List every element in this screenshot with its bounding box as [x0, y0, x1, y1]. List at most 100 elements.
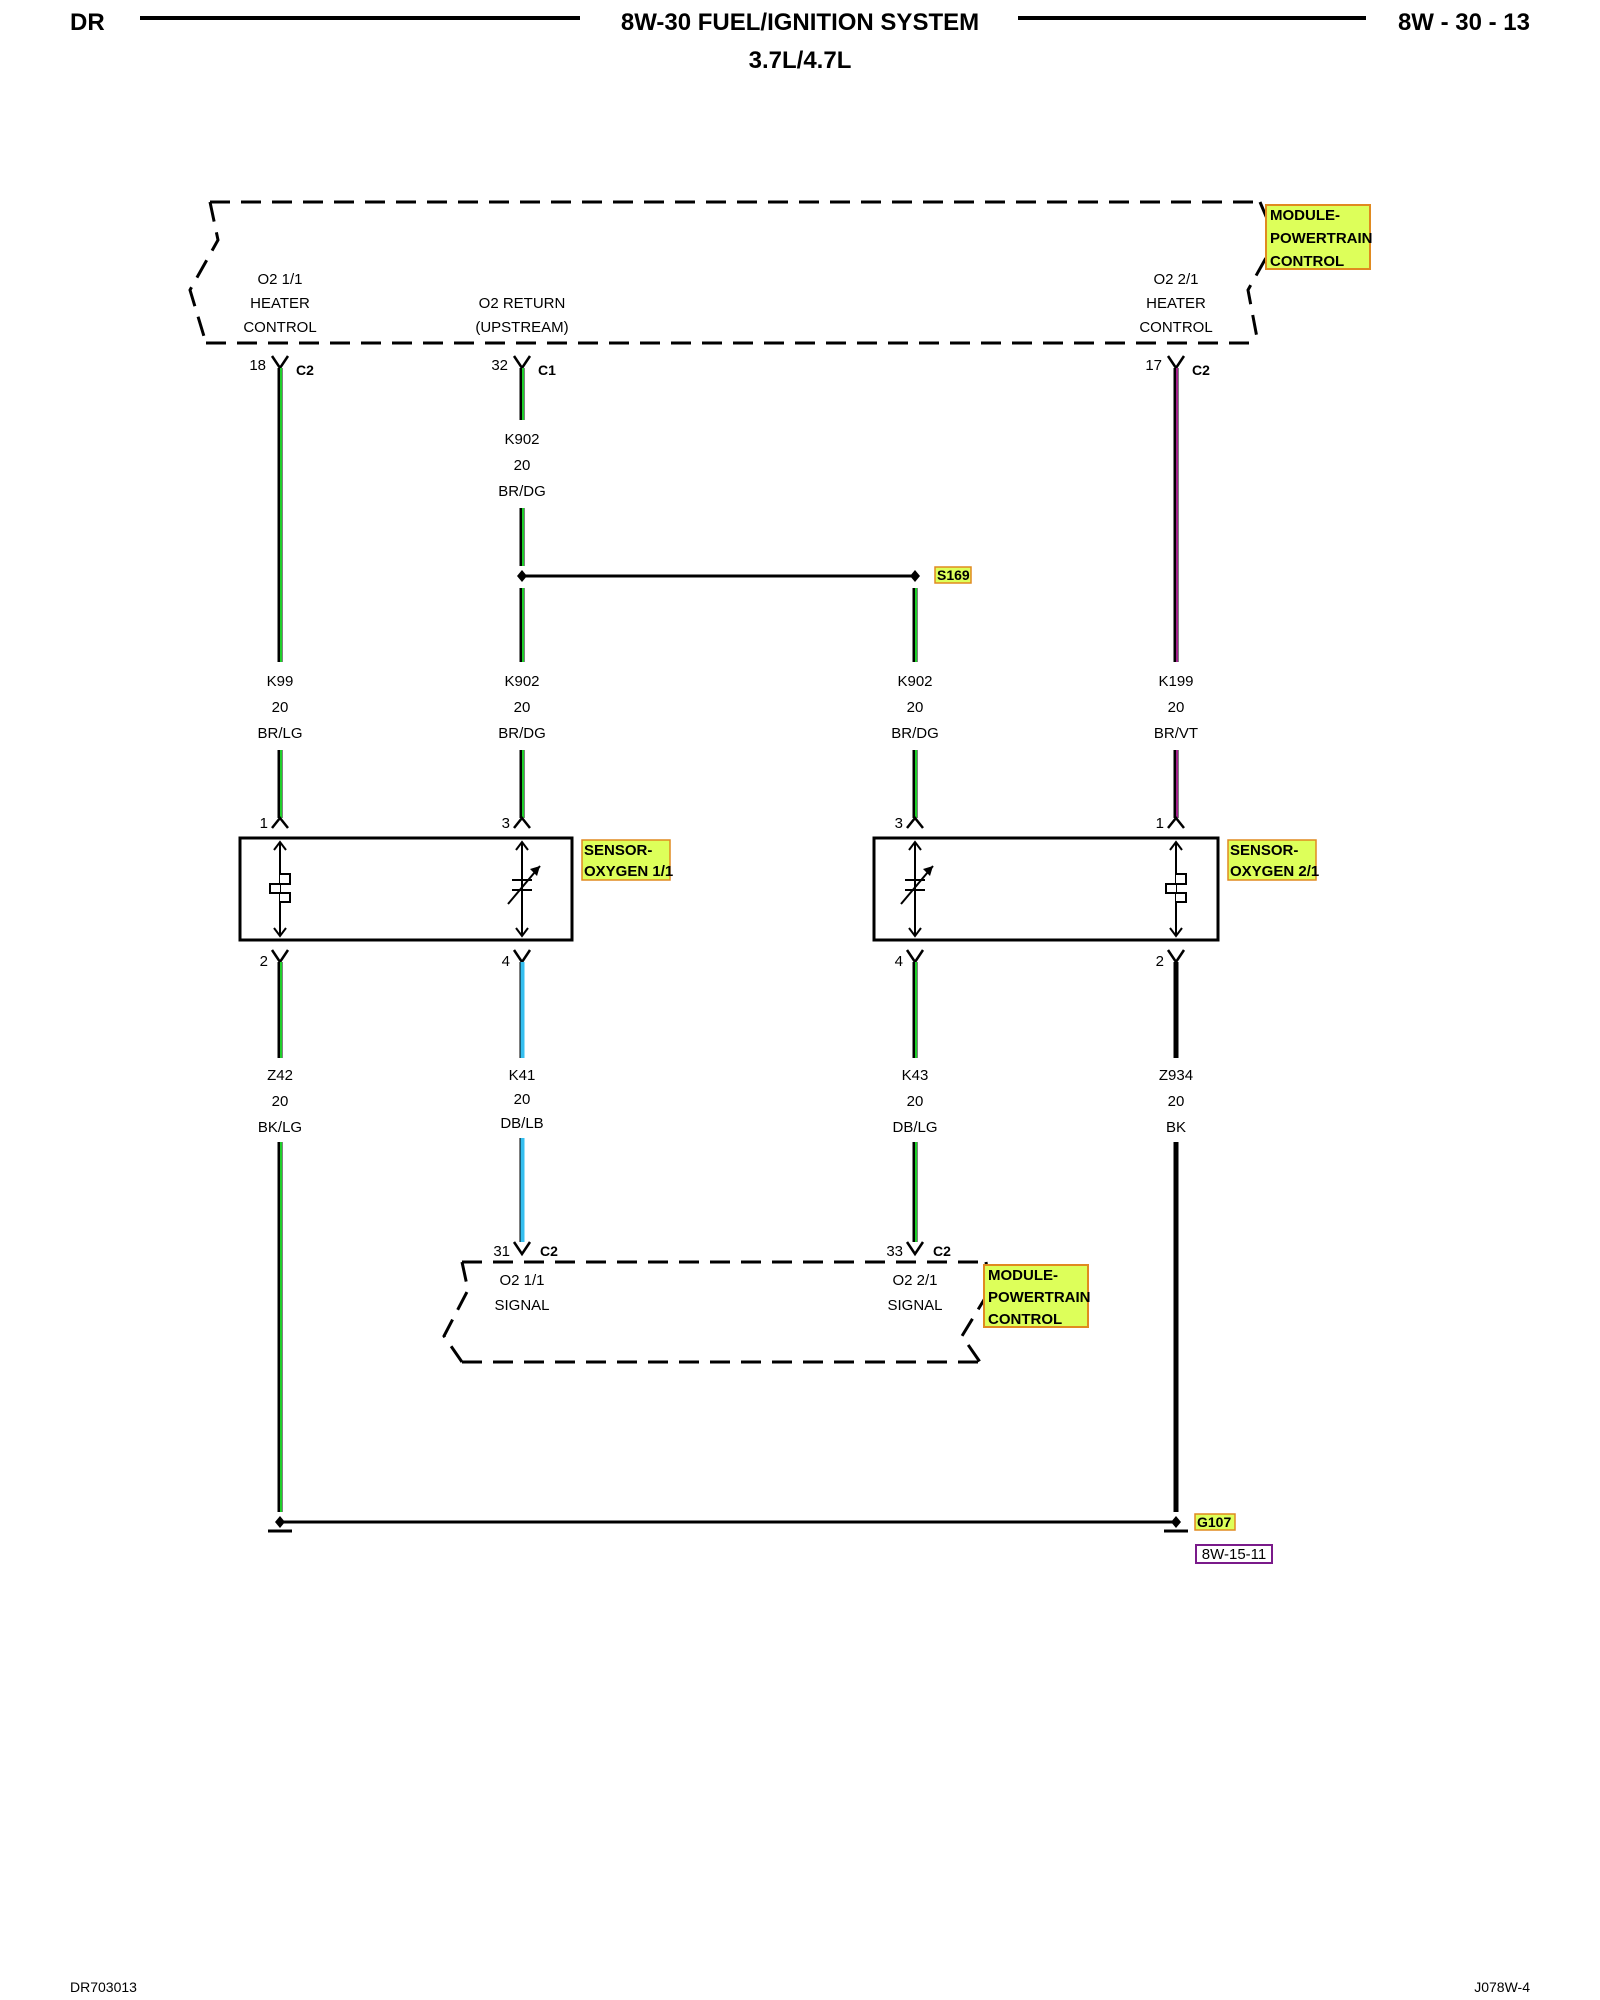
- header-subtitle: 3.7L/4.7L: [749, 47, 852, 74]
- wire-color-k902-a: BR/DG: [498, 725, 546, 742]
- pcm-top-connectors: 18 C2 32 C1 17 C2: [249, 355, 1210, 378]
- pin-number-33: 33: [886, 1243, 903, 1260]
- pin-number-18: 18: [249, 357, 266, 374]
- pcm-bottom-name-line3: CONTROL: [988, 1311, 1062, 1328]
- pin-label-o2-21-signal-l2: SIGNAL: [887, 1297, 942, 1314]
- pin-number-32: 32: [491, 357, 508, 374]
- variable-resistor-icon: [507, 865, 541, 905]
- splice-node-right: [910, 570, 920, 582]
- pcm-top-name-line2: POWERTRAIN: [1270, 230, 1373, 247]
- pcm-right-break: [1246, 201, 1278, 344]
- page-header: DR 8W-30 FUEL/IGNITION SYSTEM 8W - 30 - …: [70, 9, 1530, 74]
- sensor-21-pin-4: 4: [895, 953, 903, 970]
- wire-gauge-k41: 20: [514, 1091, 531, 1108]
- pcm-bottom-name-line2: POWERTRAIN: [988, 1289, 1091, 1306]
- connector-tip-18: [270, 355, 290, 371]
- header-title: 8W-30 FUEL/IGNITION SYSTEM: [621, 9, 979, 36]
- sensor-11-pin-4: 4: [502, 953, 510, 970]
- variable-resistor-icon: [900, 865, 934, 905]
- sensor-11-pin-3: 3: [502, 815, 510, 832]
- sensor-21-name-l2: OXYGEN 2/1: [1230, 863, 1319, 880]
- connector-tip-32: [512, 355, 532, 371]
- pcm-top-module: [188, 200, 1278, 345]
- wire-color-k902-top: BR/DG: [498, 483, 546, 500]
- pcm-bottom-name-box: MODULE- POWERTRAIN CONTROL: [983, 1264, 1091, 1328]
- wire-circuit-k902-a: K902: [504, 673, 539, 690]
- wire-circuit-k902-top: K902: [504, 431, 539, 448]
- pin-label-o2-21-heater-l2: HEATER: [1146, 295, 1206, 312]
- wire-circuit-k199: K199: [1158, 673, 1193, 690]
- pin-label-o2-11-heater-l2: HEATER: [250, 295, 310, 312]
- pcm-top-name-line1: MODULE-: [1270, 207, 1340, 224]
- connector-tip-33: [905, 1241, 925, 1257]
- pin-label-o2-11-signal-l2: SIGNAL: [494, 1297, 549, 1314]
- header-left: DR: [70, 9, 105, 36]
- pin-number-17: 17: [1145, 357, 1162, 374]
- pcm-top-pin-labels: O2 1/1 HEATER CONTROL O2 RETURN (UPSTREA…: [243, 271, 1212, 336]
- pin-label-o2-11-signal-l1: O2 1/1: [499, 1272, 544, 1289]
- pcm-bottom-pin-labels: O2 1/1 SIGNAL O2 2/1 SIGNAL: [494, 1272, 942, 1314]
- pin-label-o2-11-heater-l1: O2 1/1: [257, 271, 302, 288]
- pcm-left-break: [188, 201, 220, 344]
- ground-g107: G107: [1194, 1513, 1236, 1531]
- sensor-11-name-l2: OXYGEN 1/1: [584, 863, 673, 880]
- wire-color-z42: BK/LG: [258, 1119, 302, 1136]
- wire-label-k902-top: K902 20 BR/DG: [498, 431, 546, 500]
- pin-label-o2-return-l2: (UPSTREAM): [475, 319, 568, 336]
- footer-right: J078W-4: [1474, 1979, 1530, 1995]
- connector-id-c2-b: C2: [1192, 362, 1210, 378]
- wires-lower: [268, 962, 1188, 1533]
- sensor-11-pin-2: 2: [260, 953, 268, 970]
- wire-color-k41: DB/LB: [500, 1115, 543, 1132]
- sensor-11-body: [238, 836, 574, 942]
- sensor-oxygen-11: 1 3 2 4 SENSOR- OXYGEN 1/1: [238, 815, 673, 970]
- wire-gauge-k902-a: 20: [514, 699, 531, 716]
- wire-gauge-k902-top: 20: [514, 457, 531, 474]
- wire-labels-low: Z42 20 BK/LG K41 20 DB/LB K43 20 DB/LG Z…: [258, 1067, 1193, 1136]
- connector-tip-31: [512, 1241, 532, 1257]
- heater-element-icon: [1165, 873, 1187, 903]
- wire-color-k99: BR/LG: [257, 725, 302, 742]
- pcm-bottom-name-line1: MODULE-: [988, 1267, 1058, 1284]
- footer-left: DR703013: [70, 1979, 137, 1995]
- wire-circuit-z42: Z42: [267, 1067, 293, 1084]
- ground-reference-text[interactable]: 8W-15-11: [1202, 1546, 1266, 1563]
- pin-label-o2-11-heater-l3: CONTROL: [243, 319, 316, 336]
- pcm-bottom-connectors: 31 C2 33 C2: [493, 1241, 951, 1260]
- wire-color-k199: BR/VT: [1154, 725, 1198, 742]
- wire-circuit-z934: Z934: [1159, 1067, 1193, 1084]
- splice-s169-text: S169: [937, 567, 970, 583]
- wire-gauge-z934: 20: [1168, 1093, 1185, 1110]
- wire-gauge-k902-b: 20: [907, 699, 924, 716]
- ground-reference-link[interactable]: 8W-15-11: [1195, 1544, 1273, 1564]
- connector-tip-17: [1166, 355, 1186, 371]
- wire-circuit-k99: K99: [267, 673, 294, 690]
- wire-gauge-k43: 20: [907, 1093, 924, 1110]
- pin-number-31: 31: [493, 1243, 510, 1260]
- pin-label-o2-21-signal-l1: O2 2/1: [892, 1272, 937, 1289]
- sensor-11-pin-1: 1: [260, 815, 268, 832]
- wire-gauge-k99: 20: [272, 699, 289, 716]
- splice-s169-label: S169: [934, 566, 972, 584]
- wire-circuit-k43: K43: [902, 1067, 929, 1084]
- sensor-11-name-l1: SENSOR-: [584, 842, 652, 859]
- sensor-21-name-l1: SENSOR-: [1230, 842, 1298, 859]
- pin-label-o2-21-heater-l1: O2 2/1: [1153, 271, 1198, 288]
- wire-color-k902-b: BR/DG: [891, 725, 939, 742]
- wire-gauge-k199: 20: [1168, 699, 1185, 716]
- sensor-21-body: [872, 836, 1220, 942]
- wire-circuit-k902-b: K902: [897, 673, 932, 690]
- connector-id-c1: C1: [538, 362, 556, 378]
- header-page: 8W - 30 - 13: [1398, 9, 1530, 36]
- sensor-oxygen-21: 3 1 4 2 SENSOR- OXYGEN 2/1: [872, 815, 1319, 970]
- connector-id-c2-d: C2: [933, 1243, 951, 1259]
- wire-labels-mid: K99 20 BR/LG K902 20 BR/DG K902 20 BR/DG…: [257, 673, 1198, 742]
- pcm-top-name-line3: CONTROL: [1270, 253, 1344, 270]
- wire-color-z934: BK: [1166, 1119, 1186, 1136]
- splice-node-left: [517, 570, 527, 582]
- pcm-top-name-box: MODULE- POWERTRAIN CONTROL: [1265, 204, 1373, 270]
- wire-color-k43: DB/LG: [892, 1119, 937, 1136]
- wires-upper: [277, 368, 1179, 818]
- ground-g107-label: G107: [1197, 1514, 1231, 1530]
